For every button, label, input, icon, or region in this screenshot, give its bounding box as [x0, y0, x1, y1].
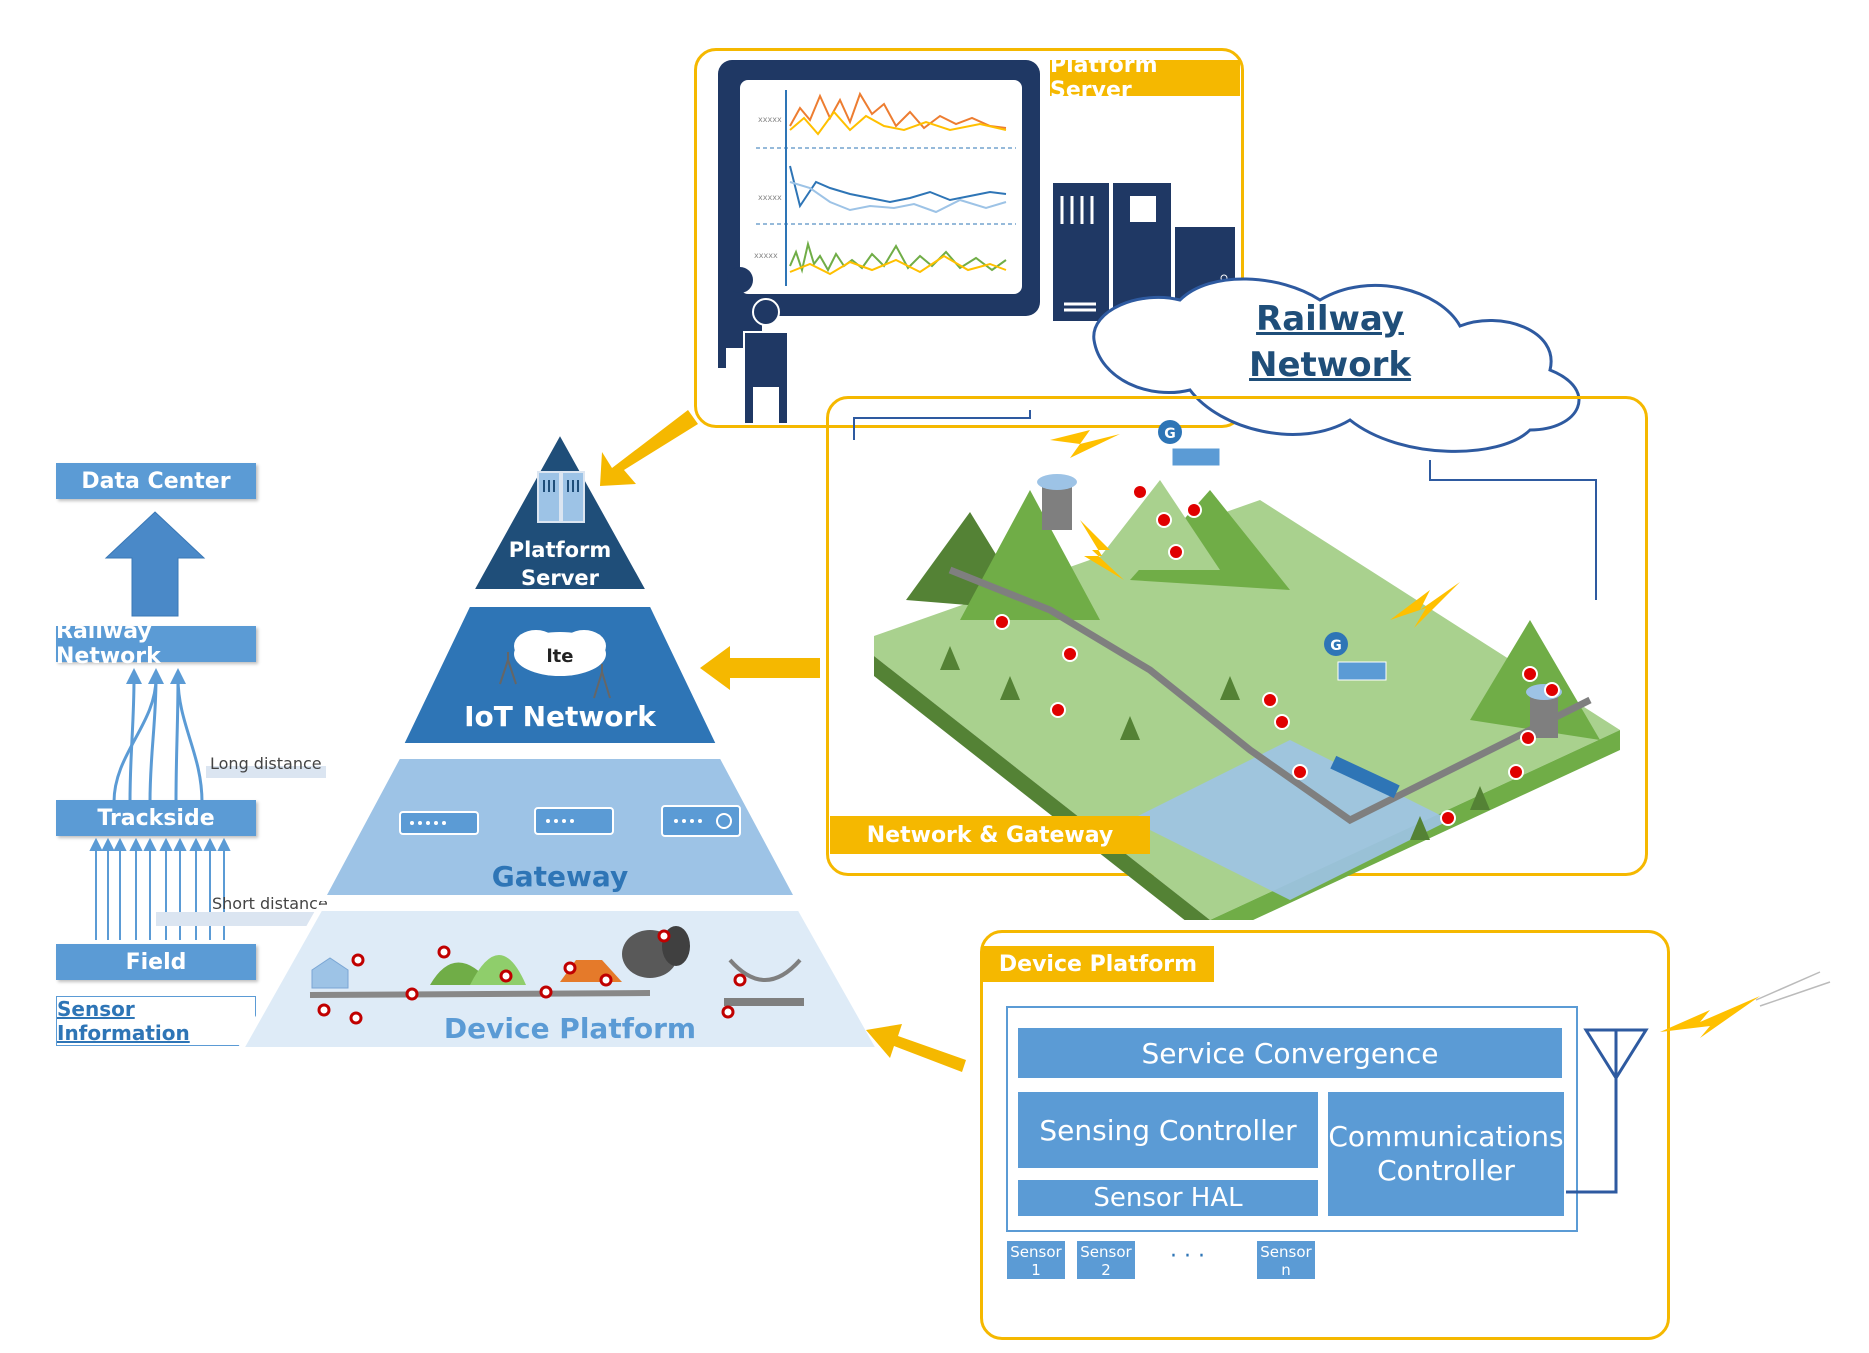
- monitor-axis-label-3: xxxxx: [754, 251, 778, 260]
- lte-logo: lte: [547, 646, 574, 667]
- pyramid-label-platform-server-line1: Platform: [508, 538, 612, 562]
- railway-network-title-line2: Network: [1249, 345, 1411, 385]
- railway-network-title-line1: Railway: [1256, 299, 1404, 339]
- iot-pyramid: lte: [234, 423, 886, 1053]
- sensing-controller-block: Sensing Controller: [1016, 1090, 1320, 1170]
- pyramid-label-iot-network: IoT Network: [464, 700, 656, 733]
- sensor-information-link[interactable]: Sensor Information: [56, 996, 256, 1046]
- sensor-hal-block: Sensor HAL: [1016, 1178, 1320, 1218]
- sensor-chip-1-line1: Sensor: [1010, 1243, 1062, 1261]
- lte-cloud-icon: lte: [499, 630, 611, 699]
- gateway-badge-2-icon: [1324, 632, 1348, 656]
- pyramid-label-platform-server-line2: Server: [520, 566, 599, 590]
- long-distance-label: Long distance: [210, 754, 322, 773]
- up-arrow-icon: [104, 511, 206, 617]
- communications-controller-block: Communications Controller: [1326, 1090, 1566, 1218]
- service-convergence-block: Service Convergence: [1016, 1026, 1564, 1080]
- sensor-chip-n-line2: n: [1281, 1261, 1291, 1279]
- short-distance-arrows-icon: [89, 838, 326, 940]
- arrow-to-iot-network-icon: [700, 646, 820, 690]
- arrow-to-platform-server-icon: [600, 410, 698, 486]
- platform-server-tag: Platform Server: [1050, 53, 1240, 103]
- gateway-device-icons: [399, 805, 741, 837]
- trackside-box: Trackside: [56, 800, 256, 836]
- device-platform-tag: Device Platform: [982, 946, 1214, 982]
- sensor-chip-2: Sensor 2: [1076, 1240, 1136, 1280]
- monitor-axis-label-2: xxxxx: [758, 193, 782, 202]
- sensor-ellipsis: · · ·: [1170, 1244, 1205, 1269]
- gateway-badge-1-icon: [1158, 420, 1182, 444]
- sensor-chip-1-line2: 1: [1031, 1261, 1041, 1279]
- operators-icon: [718, 267, 789, 425]
- field-devices-illustration: [309, 926, 804, 1025]
- data-center-box: Data Center: [56, 463, 256, 499]
- gateway-badge-1: G: [1164, 426, 1176, 442]
- pyramid-label-platform-server: Platform Server: [480, 536, 640, 592]
- monitor-axis-label-1: xxxxx: [758, 115, 782, 124]
- sensor-chip-1: Sensor 1: [1006, 1240, 1066, 1280]
- sensor-chip-2-line1: Sensor: [1080, 1243, 1132, 1261]
- pyramid-label-device-platform: Device Platform: [443, 1012, 697, 1045]
- pyramid-tier-device-platform: [234, 905, 886, 1053]
- antenna-icon: [1566, 971, 1831, 1194]
- gateway-badge-2: G: [1330, 638, 1342, 654]
- sensor-chip-n-line1: Sensor: [1260, 1243, 1312, 1261]
- monitoring-scene: xxxxx xxxxx xxxxx: [718, 60, 1237, 425]
- server-icon: [537, 471, 585, 523]
- server-rack-icon: [1051, 181, 1237, 323]
- field-box: Field: [56, 944, 256, 980]
- railway-network-title: Railway Network: [1230, 296, 1430, 388]
- pyramid-label-gateway: Gateway: [491, 860, 629, 893]
- railway-network-cloud: [1092, 277, 1581, 453]
- sensor-chip-n: Sensor n: [1256, 1240, 1316, 1280]
- short-distance-label: Short distance: [212, 894, 328, 913]
- long-distance-arrows-icon: [112, 668, 326, 803]
- network-gateway-tag: Network & Gateway: [830, 816, 1150, 854]
- sensor-chip-2-line2: 2: [1101, 1261, 1111, 1279]
- device-platform-panel: [980, 930, 1670, 1340]
- railway-landscape-illustration: G G: [853, 410, 1620, 920]
- platform-server-panel: [694, 48, 1244, 428]
- arrow-to-device-platform-icon: [866, 1024, 966, 1072]
